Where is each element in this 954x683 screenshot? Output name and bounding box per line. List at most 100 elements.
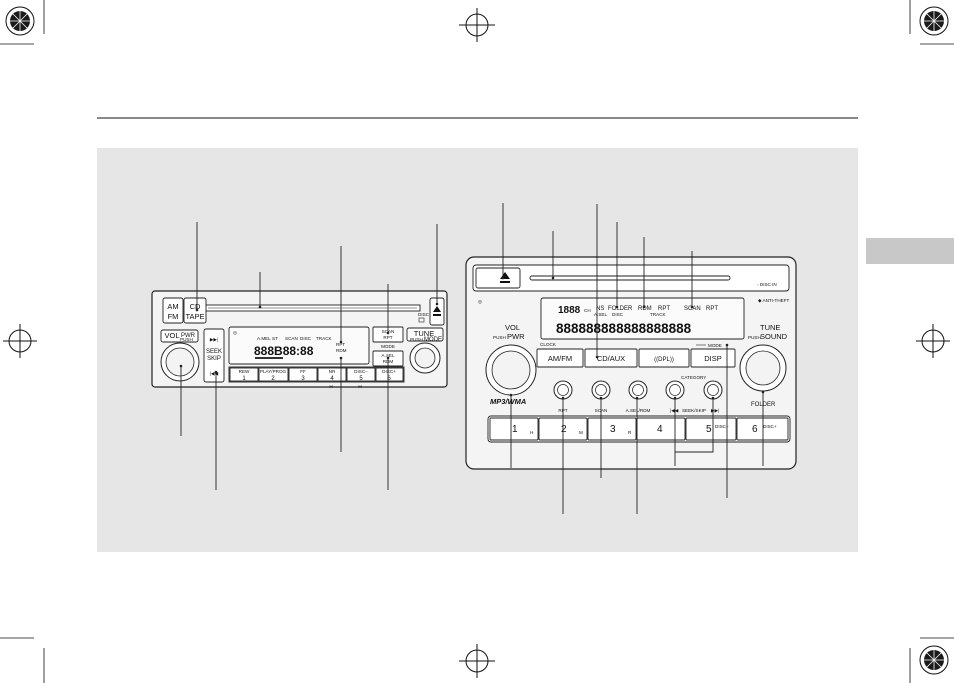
scan-round-button[interactable]: [591, 380, 611, 400]
cd-logo-icon: ◎: [233, 330, 237, 335]
category-label: CATEGORY: [681, 375, 706, 380]
cd-tape-top: CD: [190, 302, 201, 311]
anti-theft-label: ◆ ANTI-THEFT: [758, 298, 790, 303]
preset-row-a: REW 1 PLAY/PROG 2 FF 3 NR 4 DISC− 5: [228, 366, 405, 389]
radio-unit-a: AM FM CD TAPE DISC VOL PUSH PWR ▶▶| SEEK: [151, 290, 448, 389]
preset-button-2[interactable]: PLAY/PROG 2: [258, 367, 289, 382]
preset-b-3[interactable]: 3 R: [587, 417, 637, 441]
preset-b-1[interactable]: 1 H: [489, 417, 539, 441]
crosshair-icon: [3, 324, 37, 358]
preset-row-b: 1 H 2 M 3 R 4 5 DISC−: [487, 415, 791, 443]
am-fm-label-b: AM/FM: [548, 354, 572, 363]
preset-label: NR: [329, 369, 336, 374]
radio-unit-b: ◦ DISC IN ◆ ANTI-THEFT ◎ VOL PUSH PWR MP…: [465, 256, 797, 470]
preset-button-4[interactable]: NR 4: [317, 367, 347, 382]
leader-lines-b: [501, 203, 765, 514]
crosshair-icon: [459, 644, 495, 678]
level-bar-icon: [255, 357, 283, 359]
lcd-ns: NS: [596, 306, 604, 312]
disp-button[interactable]: DISP: [690, 348, 736, 368]
rpt-label: RPT: [383, 335, 392, 340]
preset-b-sub: M: [579, 430, 583, 435]
clock-label: CLOCK: [540, 342, 557, 347]
preset-b-6[interactable]: 6 DISC+: [736, 417, 789, 441]
cd-aux-button[interactable]: CD/AUX: [584, 348, 638, 368]
seek-skip-button[interactable]: ▶▶| SEEK SKIP |◀◀: [203, 328, 225, 383]
preset-number: 6: [387, 376, 391, 382]
volume-knob[interactable]: [160, 342, 200, 382]
preset-b-number: 1: [512, 424, 518, 435]
asel-rdm-round-button[interactable]: [628, 380, 648, 400]
preset-b-number: 3: [610, 424, 616, 435]
tune-label-b: TUNE: [760, 323, 780, 332]
asel-rdm-round-label: A.SEL/RDM: [626, 408, 651, 413]
vol-pwr-label: PWR: [181, 333, 196, 339]
preset-b-number: 2: [561, 424, 567, 435]
lcd-rpt-2: RPT: [706, 306, 718, 312]
folder-label: FOLDER: [751, 402, 776, 408]
lcd-st: ST: [272, 336, 278, 341]
lcd-rpt: RPT: [336, 342, 345, 347]
eject-button-b[interactable]: [475, 267, 521, 289]
cd-logo-icon: ◎: [478, 299, 482, 304]
preset-b-sub: H: [530, 430, 533, 435]
am-fm-top: AM: [167, 302, 178, 311]
preset-b-sub: DISC+: [763, 424, 777, 429]
preset-sublabel: H: [358, 384, 361, 389]
volume-knob-b[interactable]: [485, 344, 537, 396]
preset-number: 1: [242, 376, 246, 382]
display-a: ◎ A.MEL ST SCAN DISC TRACK 888B88:88 RPT…: [228, 326, 370, 365]
rpt-round-button[interactable]: [553, 380, 573, 400]
lcd-track: TRACK: [650, 312, 667, 317]
lcd-disc: DISC: [300, 336, 312, 341]
cd-tape-button[interactable]: CD TAPE: [183, 297, 207, 324]
lcd-track: TRACK: [316, 336, 333, 341]
preset-b-number: 4: [657, 424, 663, 435]
lcd-scan: SCAN: [285, 336, 298, 341]
tune-knob-b[interactable]: [739, 344, 787, 392]
preset-label: REW: [239, 369, 250, 374]
preset-b-sub: R: [628, 430, 632, 435]
lcd-rpt: RPT: [658, 306, 670, 312]
lcd-rdm: RDM: [638, 306, 652, 312]
seek-forward-round-button[interactable]: [703, 380, 723, 400]
asel-label: A.SEL: [381, 353, 394, 358]
skip-back-icon: |◀◀: [210, 371, 219, 376]
preset-number: 2: [271, 376, 275, 382]
seek-label: SEEK: [206, 349, 222, 355]
preset-b-5[interactable]: 5 DISC−: [685, 417, 737, 441]
cd-tape-bottom: TAPE: [185, 312, 204, 321]
eject-icon: [433, 306, 441, 316]
preset-label: PLAY/PROG: [260, 369, 287, 374]
disp-label: DISP: [704, 354, 722, 363]
dpl-button[interactable]: ((DPL)): [638, 348, 690, 368]
preset-button-5[interactable]: DISC− 5: [346, 367, 376, 382]
am-fm-button-b[interactable]: AM/FM: [536, 348, 584, 368]
skip-forward-icon: ▶▶|: [210, 337, 218, 342]
preset-label: DISC−: [354, 369, 368, 374]
lcd-folder: FOLDER: [608, 306, 633, 312]
preset-button-6[interactable]: DISC+ 6: [375, 367, 404, 382]
lcd-rdm: RDM: [336, 348, 347, 353]
mode-label-b: MODE: [708, 343, 722, 348]
vol-pwr-label-b: PWR: [507, 332, 525, 341]
registration-target-icon: [5, 6, 35, 36]
dpl-label: ((DPL)): [654, 357, 674, 363]
lcd-ch: CH: [584, 308, 591, 313]
skip-back-icon: |◀◀: [670, 408, 679, 413]
tune-label-a: TUNE: [414, 329, 434, 338]
vol-label-b: VOL: [505, 323, 520, 332]
preset-sublabel: H: [329, 384, 332, 389]
vol-push-label: PUSH: [180, 337, 193, 342]
tune-mode-label-a: MODE: [424, 337, 442, 343]
tune-knob-a[interactable]: [409, 342, 441, 374]
am-fm-button[interactable]: AM FM: [162, 297, 184, 324]
disc-indicator-icon: [418, 317, 425, 323]
seek-back-round-button[interactable]: [665, 380, 685, 400]
preset-button-3[interactable]: FF 3: [288, 367, 318, 382]
preset-b-4[interactable]: 4: [636, 417, 686, 441]
preset-button-1[interactable]: REW 1: [229, 367, 259, 382]
seek-skip-round-label: SEEK/SKIP: [682, 408, 706, 413]
